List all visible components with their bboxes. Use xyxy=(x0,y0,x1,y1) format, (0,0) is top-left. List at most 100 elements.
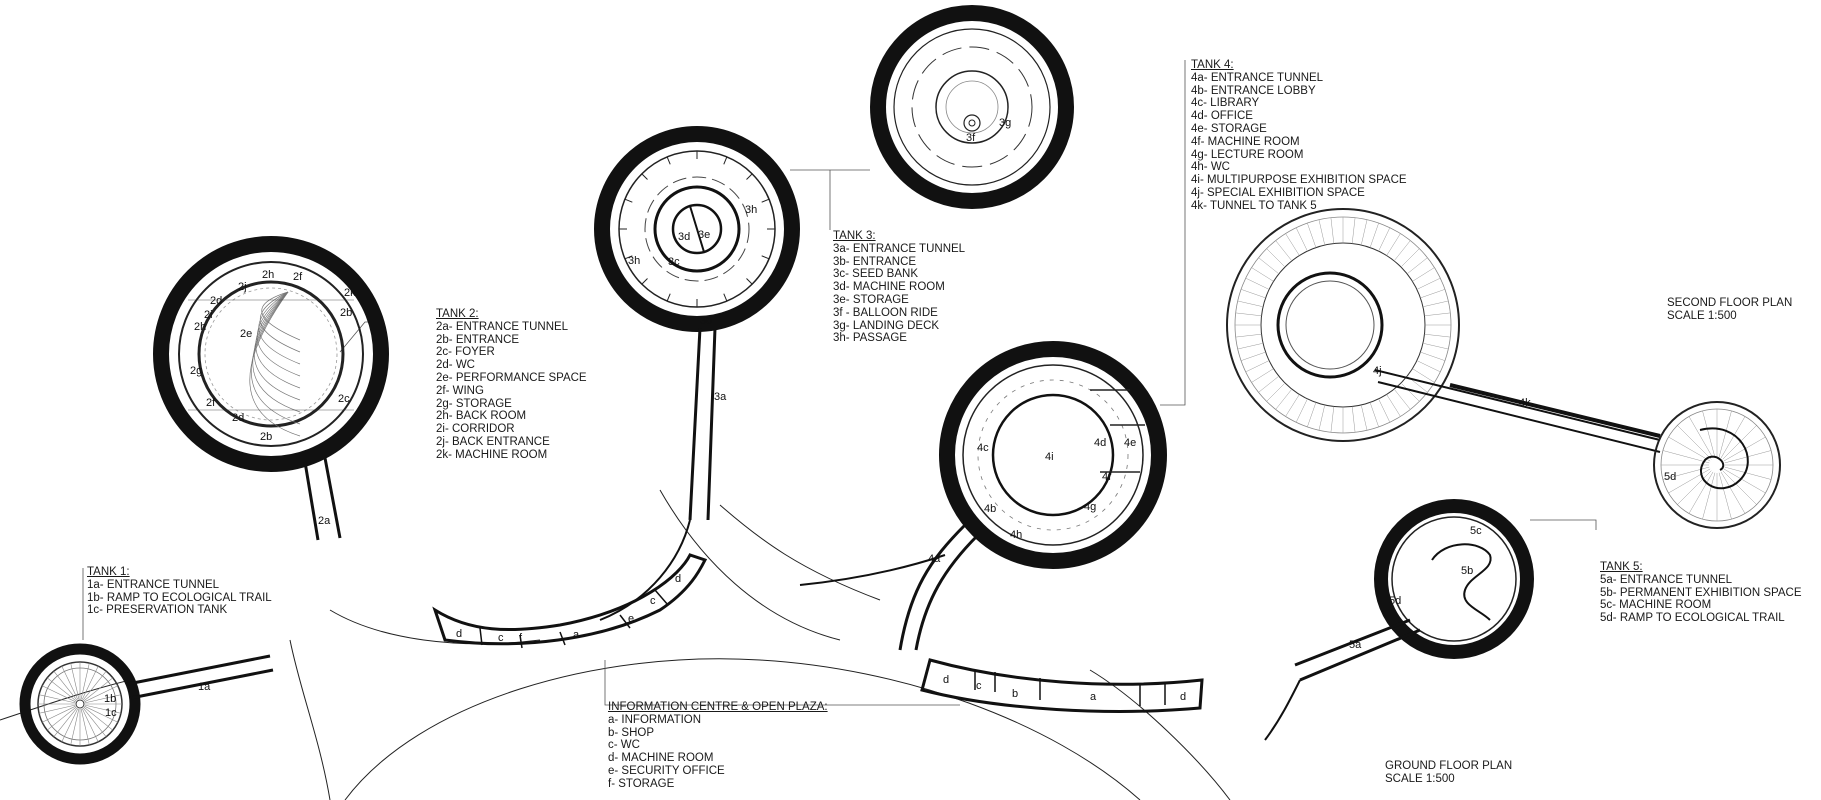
radial-line xyxy=(1266,248,1286,268)
radial-line xyxy=(1275,240,1293,262)
label-5c: 5c xyxy=(1470,525,1482,537)
tank-3-upper xyxy=(870,5,1074,209)
radial-line xyxy=(1245,277,1270,290)
radial-line xyxy=(1400,382,1420,402)
plan-title: GROUND FLOOR PLAN xyxy=(1385,760,1513,772)
label-2f-top: 2f xyxy=(293,271,303,283)
legend-item: 4i- MULTIPURPOSE EXHIBITION SPACE xyxy=(1191,174,1407,187)
radial-line xyxy=(46,677,77,702)
legend-item: d- MACHINE ROOM xyxy=(608,752,714,765)
radial-line xyxy=(1668,468,1711,494)
radial-line xyxy=(1416,360,1441,373)
radial-line xyxy=(1307,402,1317,428)
label-info-f: f xyxy=(519,632,523,644)
radial-line xyxy=(53,707,78,738)
label-2j: 2j xyxy=(238,281,247,293)
legend-item: 4j- SPECIAL EXHIBITION SPACE xyxy=(1191,186,1365,199)
radial-line xyxy=(84,694,122,704)
tank-4-upper xyxy=(1226,208,1661,453)
radial-line xyxy=(1378,227,1391,252)
legend-item: 5a- ENTRANCE TUNNEL xyxy=(1600,573,1733,586)
legend-tank-5-title: TANK 5: xyxy=(1600,561,1643,573)
label-2g: 2g xyxy=(190,365,202,377)
radial-line xyxy=(1369,222,1379,248)
tank-2 xyxy=(153,236,389,541)
label-4b: 4b xyxy=(984,503,996,515)
radial-line xyxy=(42,705,76,723)
label-info-a-west: a xyxy=(573,629,580,641)
radial-line xyxy=(1677,425,1712,460)
legend-item: f- STORAGE xyxy=(608,777,675,790)
legend-item: 4h- WC xyxy=(1191,161,1230,174)
label-2k: 2k xyxy=(344,287,356,299)
radial-line xyxy=(1420,351,1446,361)
radial-line xyxy=(1318,219,1325,246)
radial-line xyxy=(1722,470,1757,505)
legend-item: 2g- STORAGE xyxy=(436,397,512,410)
radial-line xyxy=(1361,219,1368,246)
legend-item: 4f- MACHINE ROOM xyxy=(1191,135,1300,148)
radial-line xyxy=(1330,406,1335,433)
radial-line xyxy=(1400,248,1420,268)
label-4i: 4i xyxy=(1045,451,1054,463)
label-info-c-west: c xyxy=(498,632,504,644)
legend-item: 2c- FOYER xyxy=(436,346,495,359)
label-3b: 3b xyxy=(700,315,712,327)
second-floor-plan-title: SECOND FLOOR PLAN SCALE 1:500 xyxy=(1667,297,1792,323)
radial-line xyxy=(1702,472,1716,520)
label-5d-ground: 5d xyxy=(1389,595,1401,607)
radial-line xyxy=(666,293,671,302)
legend-item: a- INFORMATION xyxy=(608,713,702,726)
leader-lines xyxy=(82,60,1597,706)
legend-item: 2j- BACK ENTRANCE xyxy=(436,435,550,448)
label-5d-upper: 5d xyxy=(1664,471,1676,483)
label-2f-bottom: 2f xyxy=(206,397,216,409)
radial-line xyxy=(83,706,114,731)
seating-row xyxy=(252,291,301,413)
label-4g: 4g xyxy=(1084,501,1096,513)
radial-line xyxy=(1386,233,1401,256)
legend-item: 4g- LECTURE ROOM xyxy=(1191,148,1304,161)
radial-line xyxy=(38,704,76,714)
label-info-d-north: d xyxy=(675,573,681,585)
legend-item: 1c- PRESERVATION TANK xyxy=(87,604,228,617)
label-1c: 1c xyxy=(105,707,117,719)
radial-line xyxy=(1330,217,1335,244)
radial-line xyxy=(746,173,753,180)
radial-line xyxy=(84,705,118,723)
seating-row xyxy=(253,291,301,401)
radial-line xyxy=(1266,382,1286,402)
radial-line xyxy=(38,694,76,704)
label-4a: 4a xyxy=(928,553,941,565)
radial-line xyxy=(666,156,671,165)
radial-line xyxy=(1422,300,1449,307)
legend-tank-1: TANK 1: 1a- ENTRANCE TUNNEL 1b- RAMP TO … xyxy=(87,566,272,617)
label-2d-a: 2d xyxy=(232,412,244,424)
radial-line xyxy=(1424,312,1451,317)
radial-line xyxy=(1237,343,1264,350)
radial-line xyxy=(1720,416,1746,459)
radial-line xyxy=(82,670,107,701)
radial-line xyxy=(1386,394,1401,417)
radial-line xyxy=(70,708,80,746)
legend-item: 2i- CORRIDOR xyxy=(436,423,515,436)
tank-4 xyxy=(799,341,1167,651)
radial-line xyxy=(1295,398,1308,423)
legend-item: 3a- ENTRANCE TUNNEL xyxy=(833,242,966,255)
label-2c: 2c xyxy=(338,393,350,405)
legend-item: 4a- ENTRANCE TUNNEL xyxy=(1191,71,1324,84)
radial-line xyxy=(1406,257,1428,275)
radial-line xyxy=(1258,375,1280,393)
legend-item: 3f - BALLOON RIDE xyxy=(833,306,938,319)
radial-line xyxy=(641,173,648,180)
label-4f: 4f xyxy=(1102,471,1112,483)
radial-line xyxy=(70,662,80,700)
radial-line xyxy=(1369,402,1379,428)
legend-tank-4-title: TANK 4: xyxy=(1191,59,1234,71)
radial-line xyxy=(84,685,118,703)
radial-line xyxy=(723,293,728,302)
radial-line xyxy=(1723,468,1766,494)
legend-item: 4k- TUNNEL TO TANK 5 xyxy=(1191,199,1317,212)
radial-line xyxy=(1722,425,1757,460)
label-2d-b: 2d xyxy=(210,295,222,307)
